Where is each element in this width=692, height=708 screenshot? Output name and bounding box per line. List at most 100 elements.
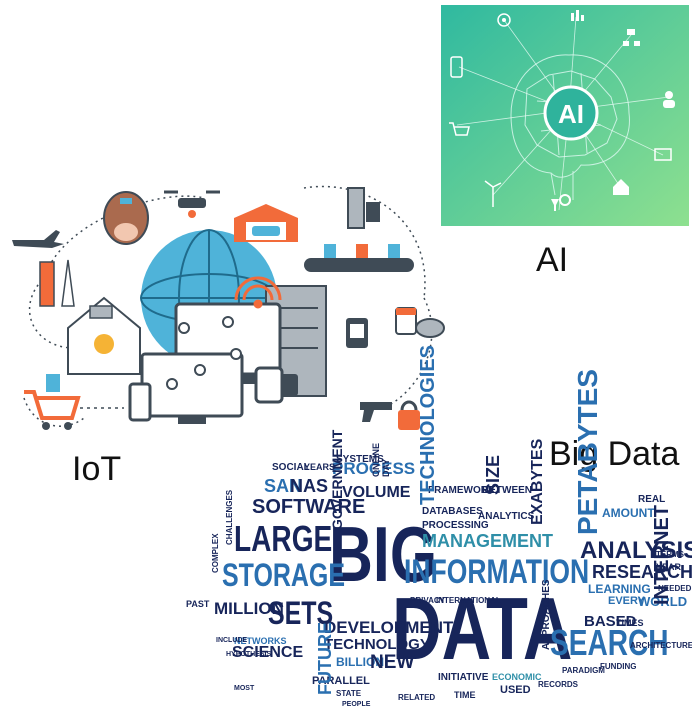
word-cloud-word: NETWORKS (234, 636, 287, 646)
drone-icon (164, 190, 220, 218)
ai-core-circle (543, 85, 599, 141)
wifi-icon (234, 276, 282, 309)
ai-illustration: AI (441, 5, 689, 226)
word-cloud-word: ARCHITECTURE (630, 641, 692, 650)
word-cloud-word: AMOUNT (602, 506, 655, 520)
word-cloud-word: ECONOMIC (492, 672, 542, 682)
word-cloud-word: STATE (336, 689, 362, 698)
word-cloud-word: ONLINE (371, 442, 381, 477)
word-cloud-word: MANAGEMENT (422, 531, 553, 551)
house-icon (613, 179, 629, 195)
word-cloud-word: BILLION (336, 655, 384, 669)
word-cloud-word: MILLION (214, 599, 284, 618)
monitor-icon (140, 352, 244, 424)
word-cloud-word: INTERNET (651, 505, 673, 605)
word-cloud-word: RELATED (398, 693, 436, 702)
word-cloud-word: TERMS (656, 550, 684, 559)
word-cloud-word: PROCESSING (422, 520, 489, 531)
word-cloud-word: LARGE (234, 518, 333, 559)
word-cloud-word: PEOPLE (342, 701, 371, 708)
word-cloud-word: NEW (370, 652, 415, 673)
security-icon (360, 400, 420, 430)
word-cloud-word: INFORMATION (404, 553, 590, 591)
phone-icon (450, 56, 463, 78)
car-garage-icon (234, 204, 298, 242)
cart-icon (449, 122, 470, 136)
wind-turbine-icon (484, 180, 502, 207)
word-cloud-word: COMPLEX (211, 533, 220, 573)
word-cloud-word: SYSTEMS (336, 454, 384, 465)
ai-brain-label: AI (558, 99, 584, 129)
word-cloud-word: PRIVACY (410, 596, 445, 605)
word-cloud-word: FRAMEWORK (428, 485, 496, 496)
qr-code-icon (346, 318, 368, 348)
word-cloud-word: HYPOTHESIS (226, 651, 272, 658)
word-cloud-word: EVERY (608, 595, 645, 607)
shopping-cart-icon (24, 374, 124, 430)
word-cloud-word: SIZE (483, 454, 503, 495)
watch-icon (254, 366, 298, 404)
word-cloud-word: APPROACHES (541, 579, 552, 650)
word-cloud-word: WORLD (638, 594, 688, 609)
word-cloud-word: VOLUME (342, 484, 411, 501)
network-icon (623, 29, 640, 46)
phone-icon (128, 382, 152, 422)
word-cloud-word: ANALYTICS (478, 511, 535, 522)
word-cloud-word: PARALLEL (312, 675, 370, 687)
bar-chart-icon (571, 10, 584, 21)
word-cloud-word: YEARS (304, 462, 336, 472)
word-cloud-word: FUNDING (600, 662, 637, 671)
word-cloud-word: TIME (454, 690, 476, 700)
cow-icon (103, 191, 149, 245)
word-cloud-word: EXABYTES (529, 438, 546, 525)
word-cloud-word: BIG (329, 510, 438, 598)
caption-big-data: Big Data (549, 435, 680, 473)
word-cloud-word: USED (500, 684, 531, 696)
monitor-chart-icon (654, 148, 672, 161)
word-cloud-word: GOVERNMENT (329, 429, 345, 530)
word-cloud-word: SOFTWARE (252, 496, 366, 518)
word-cloud-word: BETWEEN (482, 485, 532, 496)
word-cloud-word: STORAGE (222, 557, 345, 593)
word-cloud-word: DEVELOPMENT (324, 618, 454, 637)
word-cloud-word: BASED (584, 613, 637, 630)
word-cloud-word: NAS (290, 476, 329, 496)
smart-home-icon (67, 296, 141, 375)
word-cloud-word: RESEARCH (592, 562, 692, 582)
word-cloud-word: TECHNOLOGY (324, 636, 430, 653)
word-cloud-word: ANALYSIS (580, 537, 692, 564)
word-cloud-word: PAST (186, 599, 210, 609)
medicine-icon (395, 307, 445, 338)
word-cloud-word: SEARCH (550, 622, 669, 663)
word-cloud-word: SCIENCE (232, 644, 304, 661)
word-cloud-word: DAY (381, 458, 391, 477)
word-cloud-word: LEARNING (588, 582, 651, 596)
word-cloud-word: DATABASES (422, 506, 483, 517)
word-cloud-word: FUTURE (315, 622, 335, 695)
word-cloud-word: SETS (268, 595, 334, 631)
word-cloud-word: YEAR (656, 562, 682, 572)
word-cloud-word: PROCESS (332, 459, 416, 478)
caption-iot: IoT (72, 450, 122, 488)
word-cloud-word: TIMES (616, 618, 644, 628)
word-cloud-word: DATA (392, 579, 573, 678)
landmarks-icon (39, 259, 75, 307)
word-cloud-word: CHALLENGES (225, 489, 234, 545)
gear-icon (559, 194, 571, 206)
word-cloud-word: INCLUDE (216, 637, 248, 644)
word-cloud-word: SAN (264, 476, 303, 496)
word-cloud-word: INTERNATIONAL (436, 596, 501, 605)
word-cloud-word: MOST (234, 685, 255, 692)
word-cloud-word: RECORDS (538, 680, 579, 689)
word-cloud-word: REAL (638, 494, 666, 505)
word-cloud-word: SOCIAL (272, 462, 310, 473)
word-cloud-word: NEEDED (658, 584, 692, 593)
target-icon (497, 13, 511, 27)
word-cloud-word: INITIATIVE (438, 672, 489, 683)
caption-ai: AI (536, 241, 569, 279)
word-cloud-word: PARADIGM (562, 666, 605, 675)
funnel-icon (551, 199, 559, 211)
word-cloud-word: TECHNOLOGIES (417, 344, 439, 505)
airplane-icon (12, 230, 64, 248)
